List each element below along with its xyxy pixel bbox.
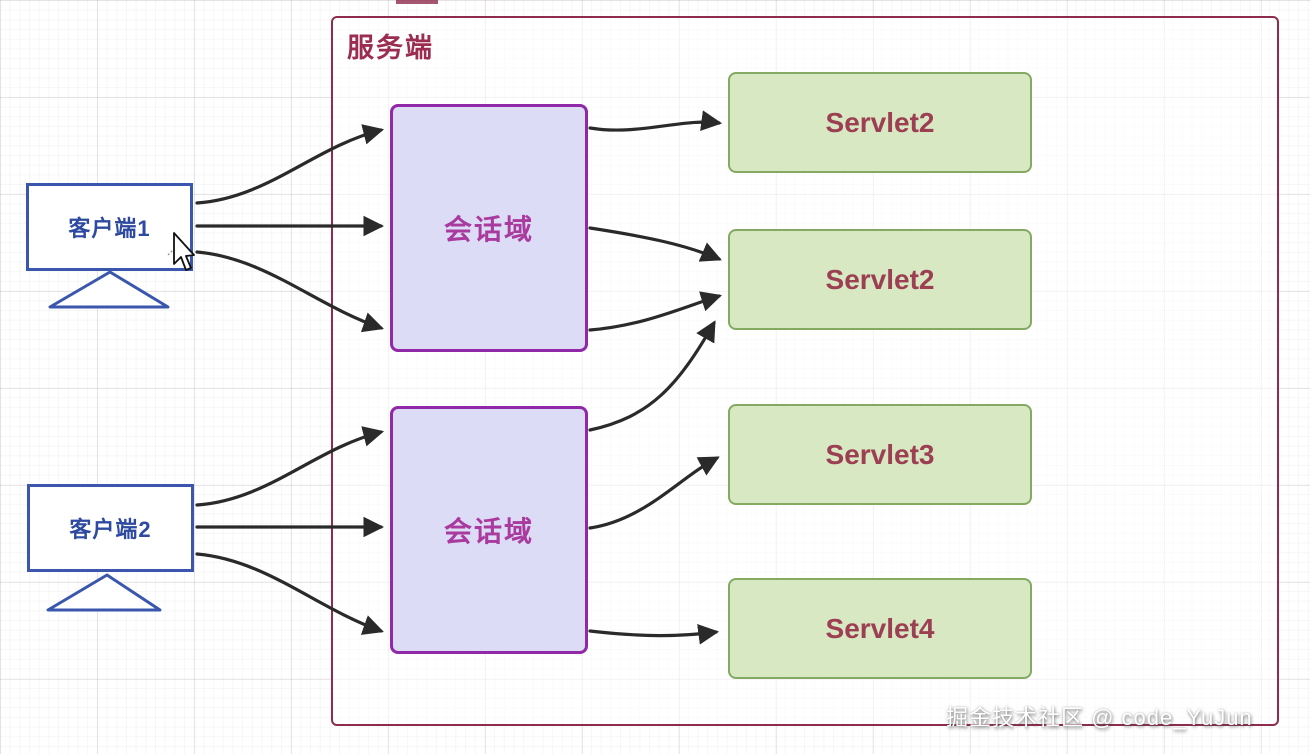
servlet3-label: Servlet3 (825, 438, 935, 470)
servlet4-label: Servlet4 (825, 612, 935, 644)
client2-label: 客户端2 (69, 517, 152, 542)
session1-box: 会话域 (390, 104, 588, 352)
watermark: 掘金技术社区 @ code_YuJun (946, 705, 1253, 730)
servlet1-label: Servlet2 (825, 106, 935, 138)
session2-box: 会话域 (390, 406, 588, 654)
server-label: 服务端 (347, 33, 434, 63)
servlet2-label: Servlet2 (825, 263, 935, 295)
servlet1-box: Servlet2 (728, 72, 1032, 173)
monitor-stand-icon (48, 270, 170, 309)
client2-node: 客户端2 (27, 484, 202, 616)
monitor-stand-icon (46, 573, 162, 612)
servlet4-box: Servlet4 (728, 578, 1032, 679)
session2-label: 会话域 (443, 516, 534, 547)
client1-node: 客户端1 (26, 183, 201, 315)
session1-label: 会话域 (443, 214, 534, 245)
client2-box: 客户端2 (27, 484, 194, 572)
client1-box: 客户端1 (26, 183, 193, 271)
client1-label: 客户端1 (68, 216, 151, 241)
servlet3-box: Servlet3 (728, 404, 1032, 505)
clipped-shape-fragment (396, 0, 438, 4)
servlet2-box: Servlet2 (728, 229, 1032, 330)
